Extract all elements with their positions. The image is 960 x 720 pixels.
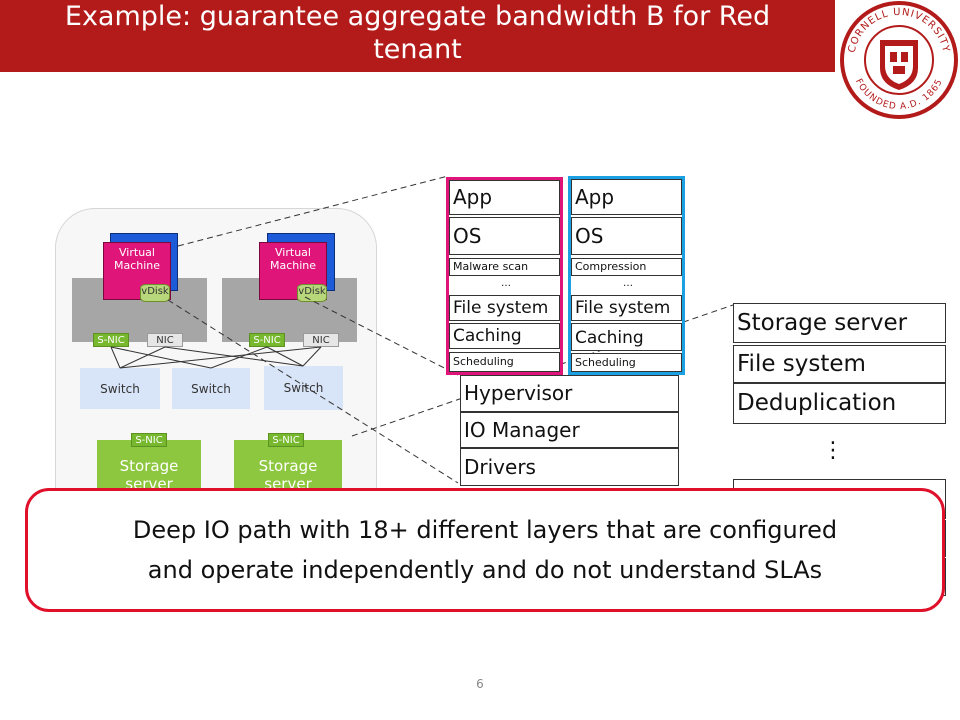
- blue-layer-caching: Caching: [571, 323, 682, 351]
- callout-line-2: and operate independently and do not und…: [147, 556, 823, 584]
- callout-line-1: Deep IO path with 18+ different layers t…: [132, 516, 838, 544]
- vdisk-label-1: vDisk: [141, 286, 169, 297]
- storage-layer-deduplication: Deduplication: [733, 383, 946, 424]
- red-tenant-stack: [446, 177, 563, 375]
- snic-label-storage-1: S-NIC: [135, 435, 163, 446]
- snic-storage-1: S-NIC: [131, 433, 167, 447]
- red-layer-app: App: [449, 180, 560, 215]
- title-bar: Example: guarantee aggregate bandwidth B…: [0, 0, 835, 72]
- switch-1: Switch: [80, 368, 160, 409]
- switch-3: Switch: [264, 366, 343, 410]
- red-layer-caching: Caching: [449, 323, 560, 349]
- blue-layer-compression: Compression: [571, 258, 682, 276]
- switch-2: Switch: [172, 368, 250, 409]
- snic-host-2: S-NIC: [249, 333, 285, 347]
- callout-box: Deep IO path with 18+ different layers t…: [25, 488, 945, 612]
- storage-layer-ellipsis: ⋮: [822, 438, 844, 463]
- host-layer-drivers: Drivers: [460, 448, 679, 486]
- host-layer-io-manager: IO Manager: [460, 412, 679, 448]
- title-line-1: Example: guarantee aggregate bandwidth B…: [64, 1, 771, 32]
- blue-layer-file-system: File system: [571, 295, 682, 321]
- snic-storage-2: S-NIC: [268, 433, 304, 447]
- vm-label-2: Virtual Machine: [269, 246, 317, 272]
- blue-layer-app: App: [571, 179, 682, 215]
- snic-host-1: S-NIC: [93, 333, 129, 347]
- switch-label-3: Switch: [283, 381, 324, 395]
- nic-host-1: NIC: [147, 333, 183, 347]
- red-layer-scheduling: Scheduling: [449, 352, 560, 372]
- snic-label-storage-2: S-NIC: [272, 435, 300, 446]
- nic-host-2: NIC: [303, 333, 339, 347]
- vdisk-label-2: vDisk: [298, 286, 326, 297]
- cornell-seal-logo: CORNELL UNIVERSITY FOUNDED A.D. 1865: [840, 1, 958, 119]
- vm-label-1: Virtual Machine: [113, 246, 161, 272]
- red-layer-ellipsis: …: [449, 278, 560, 294]
- page-number: 6: [476, 677, 484, 691]
- storage-layer-file-system: File system: [733, 345, 946, 383]
- blue-layer-os: OS: [571, 217, 682, 255]
- host-layer-hypervisor: Hypervisor: [460, 375, 679, 412]
- snic-label-host-2: S-NIC: [253, 335, 281, 346]
- nic-label-host-2: NIC: [312, 335, 330, 346]
- vdisk-1: vDisk: [140, 284, 170, 302]
- title-line-2: tenant: [373, 34, 462, 65]
- blue-layer-scheduling: Scheduling: [571, 353, 682, 372]
- vdisk-2: vDisk: [297, 284, 327, 302]
- switch-label-1: Switch: [100, 381, 140, 396]
- nic-label-host-1: NIC: [156, 335, 174, 346]
- blue-layer-ellipsis: …: [571, 278, 682, 294]
- red-layer-file-system: File system: [449, 295, 560, 321]
- switch-label-2: Switch: [191, 381, 231, 396]
- red-layer-malware-scan: Malware scan: [449, 258, 560, 276]
- red-layer-os: OS: [449, 217, 560, 255]
- blue-tenant-stack: [568, 176, 685, 375]
- snic-label-host-1: S-NIC: [97, 335, 125, 346]
- storage-layer-storage-server: Storage server: [733, 303, 946, 343]
